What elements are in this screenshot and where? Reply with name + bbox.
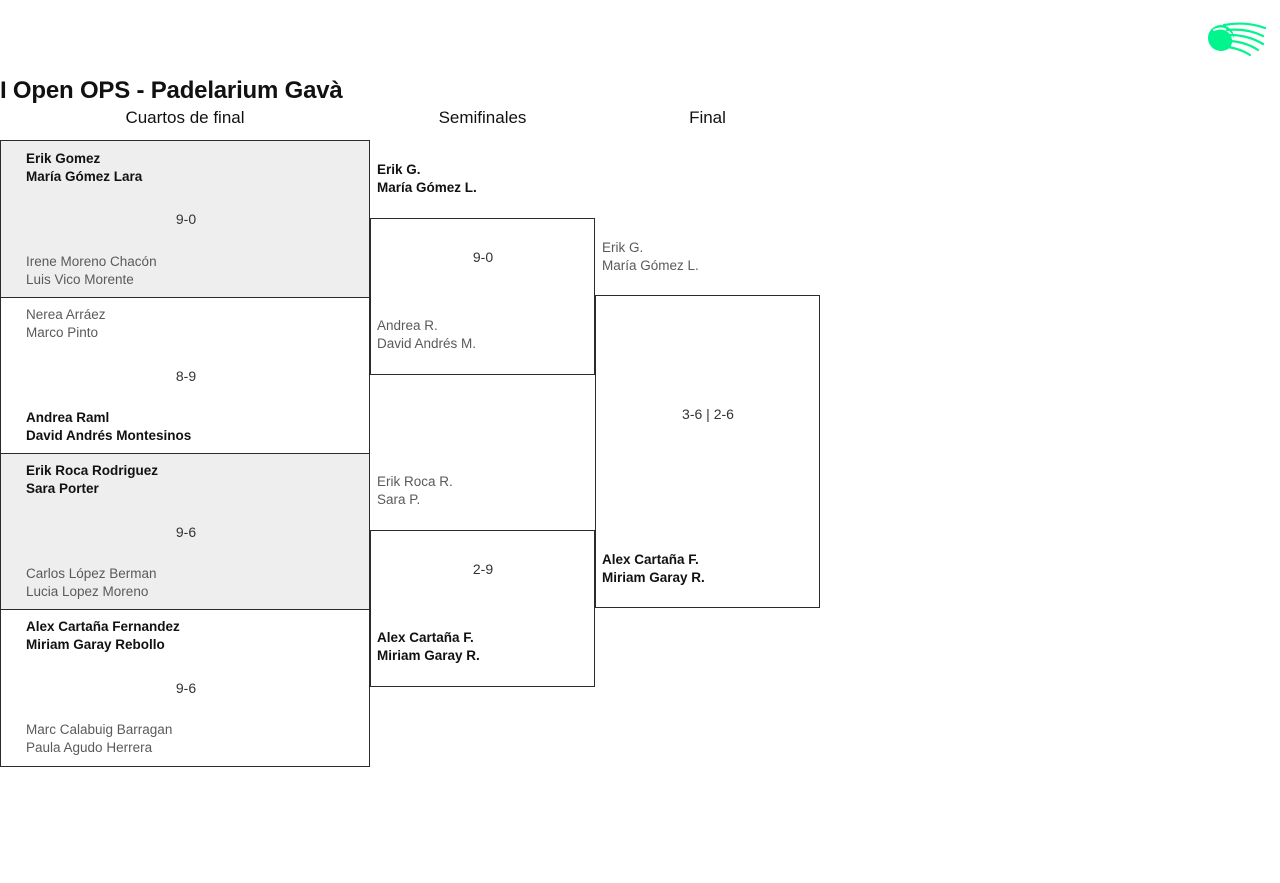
- final-team-top: Erik G. María Gómez L.: [602, 240, 699, 273]
- semifinal-2-team-top: Erik Roca R. Sara P.: [377, 474, 453, 507]
- match-quarterfinal-1[interactable]: 1 Erik Gomez María Gómez Lara 9-0 2 Iren…: [0, 140, 370, 418]
- match-score: 9-0: [175, 211, 197, 227]
- match-final[interactable]: 3-6 | 2-6: [595, 295, 820, 608]
- semifinal-1-team-bottom: Andrea R. David Andrés M.: [377, 318, 477, 351]
- match-quarterfinal-3[interactable]: 5 Erik Roca Rodriguez Sara Porter 9-6 6 …: [0, 453, 370, 611]
- round-header-quarterfinals: Cuartos de final: [125, 108, 245, 127]
- final-team-bottom: Alex Cartaña F. Miriam Garay R.: [602, 552, 705, 585]
- team-bottom: Andrea Raml David Andrés Montesinos: [26, 410, 192, 443]
- match-score: 8-9: [175, 368, 197, 384]
- team-top: Alex Cartaña Fernandez Miriam Garay Rebo…: [26, 619, 180, 652]
- title-line-1: I Open OPS - Padelarium Gavà: [0, 77, 343, 104]
- match-score: 3-6 | 2-6: [682, 406, 734, 422]
- padel-ball-logo: [1200, 16, 1280, 60]
- team-bottom: Irene Moreno Chacón Luis Vico Morente: [26, 254, 157, 287]
- match-score: 9-6: [175, 524, 197, 540]
- round-header-semifinals: Semifinales: [438, 108, 527, 127]
- match-semifinal-1[interactable]: 9-0: [370, 218, 595, 375]
- team-bottom: Marc Calabuig Barragan Paula Agudo Herre…: [26, 722, 173, 755]
- match-quarterfinal-4[interactable]: 7 Alex Cartaña Fernandez Miriam Garay Re…: [0, 609, 370, 767]
- team-top: Erik Gomez María Gómez Lara: [26, 151, 143, 184]
- match-score: 9-0: [472, 249, 494, 265]
- round-header-final: Final: [689, 108, 726, 127]
- team-top: Nerea Arráez Marco Pinto: [26, 307, 106, 340]
- team-bottom: Carlos López Berman Lucia Lopez Moreno: [26, 566, 157, 599]
- team-top: Erik Roca Rodriguez Sara Porter: [26, 463, 159, 496]
- match-semifinal-2[interactable]: 2-9: [370, 530, 595, 687]
- semifinal-2-team-bottom: Alex Cartaña F. Miriam Garay R.: [377, 630, 480, 663]
- semifinal-1-team-top: Erik G. María Gómez L.: [377, 162, 477, 195]
- match-score: 9-6: [175, 680, 197, 696]
- match-quarterfinal-2[interactable]: 3 Nerea Arráez Marco Pinto 8-9 4 Andrea …: [0, 297, 370, 731]
- match-score: 2-9: [472, 561, 494, 577]
